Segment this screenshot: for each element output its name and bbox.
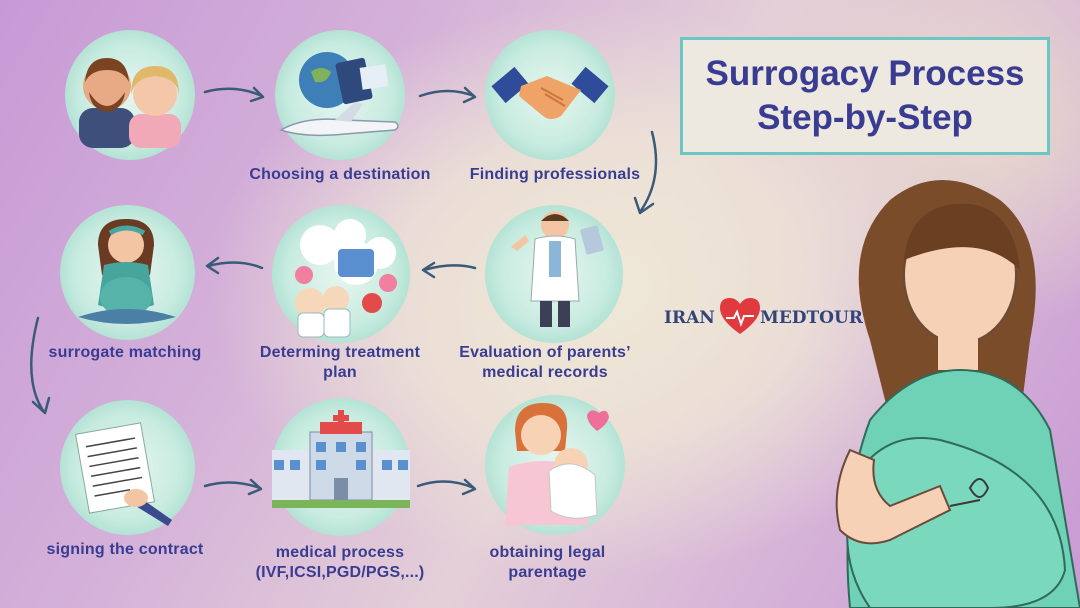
logo-text-left: IRAN — [664, 308, 715, 328]
mother-baby-icon — [505, 403, 609, 525]
heart-icon — [720, 298, 760, 334]
arrow-6 — [30, 316, 46, 414]
step-label-evaluation-line2: medical records — [482, 364, 608, 381]
parentage-circle — [485, 395, 625, 535]
arrow-4 — [422, 264, 477, 272]
step-label-surrogate: surrogate matching — [48, 344, 202, 361]
title-box: Surrogacy Process Step-by-Step — [680, 37, 1050, 155]
step-label-professionals: Finding professionals — [469, 166, 641, 183]
step-label-evaluation-line1: Evaluation of parents’ — [459, 344, 631, 361]
pregnant-meditating-icon — [78, 219, 176, 324]
hospital-icon — [266, 410, 416, 508]
medical-process-circle — [266, 398, 416, 536]
arrow-1 — [203, 87, 264, 98]
step-label-treatment: Determing treatment plan — [240, 343, 440, 383]
destination-circle — [275, 30, 405, 160]
step-label-treatment-line1: Determing treatment — [259, 344, 421, 361]
arrow-7 — [203, 481, 262, 490]
treatment-circle — [272, 205, 410, 343]
travel-icon — [279, 52, 399, 137]
step-label-destination: Choosing a destination — [249, 166, 431, 183]
step-label-parentage-line2: parentage — [508, 564, 587, 581]
arrow-5 — [206, 261, 264, 270]
step-label-evaluation: Evaluation of parents’ medical records — [450, 343, 640, 383]
title-line-2: Step-by-Step — [757, 98, 973, 137]
doctor-icon — [511, 211, 604, 327]
title-line-1: Surrogacy Process — [705, 54, 1025, 93]
arrow-8 — [416, 480, 476, 490]
step-label-contract: signing the contract — [46, 541, 204, 558]
pregnant-woman-illustration — [835, 180, 1080, 608]
logo-text-right: MEDTOUR — [760, 308, 863, 328]
step-label-medical-process-line1: medical process — [275, 544, 405, 561]
handshake-icon — [491, 66, 609, 119]
step-label-treatment-line2: plan — [323, 364, 357, 381]
arrow-2 — [418, 89, 476, 98]
step-label-parentage: obtaining legal parentage — [465, 543, 630, 583]
couple-icon — [79, 58, 181, 148]
contract-icon — [74, 422, 172, 526]
iran-medtour-logo: IRAN MEDTOUR — [664, 296, 876, 336]
contract-circle — [60, 400, 195, 535]
surrogate-circle — [60, 205, 195, 340]
step-label-medical-process: medical process (IVF,ICSI,PGD/PGS,...) — [230, 543, 450, 583]
medical-icons-icon — [295, 219, 397, 338]
step-label-medical-process-line2: (IVF,ICSI,PGD/PGS,...) — [255, 564, 425, 581]
arrow-3 — [638, 130, 658, 214]
handshake-circle — [485, 30, 615, 160]
evaluation-circle — [485, 205, 623, 343]
couple-circle — [65, 30, 195, 160]
step-label-parentage-line1: obtaining legal — [489, 544, 606, 561]
